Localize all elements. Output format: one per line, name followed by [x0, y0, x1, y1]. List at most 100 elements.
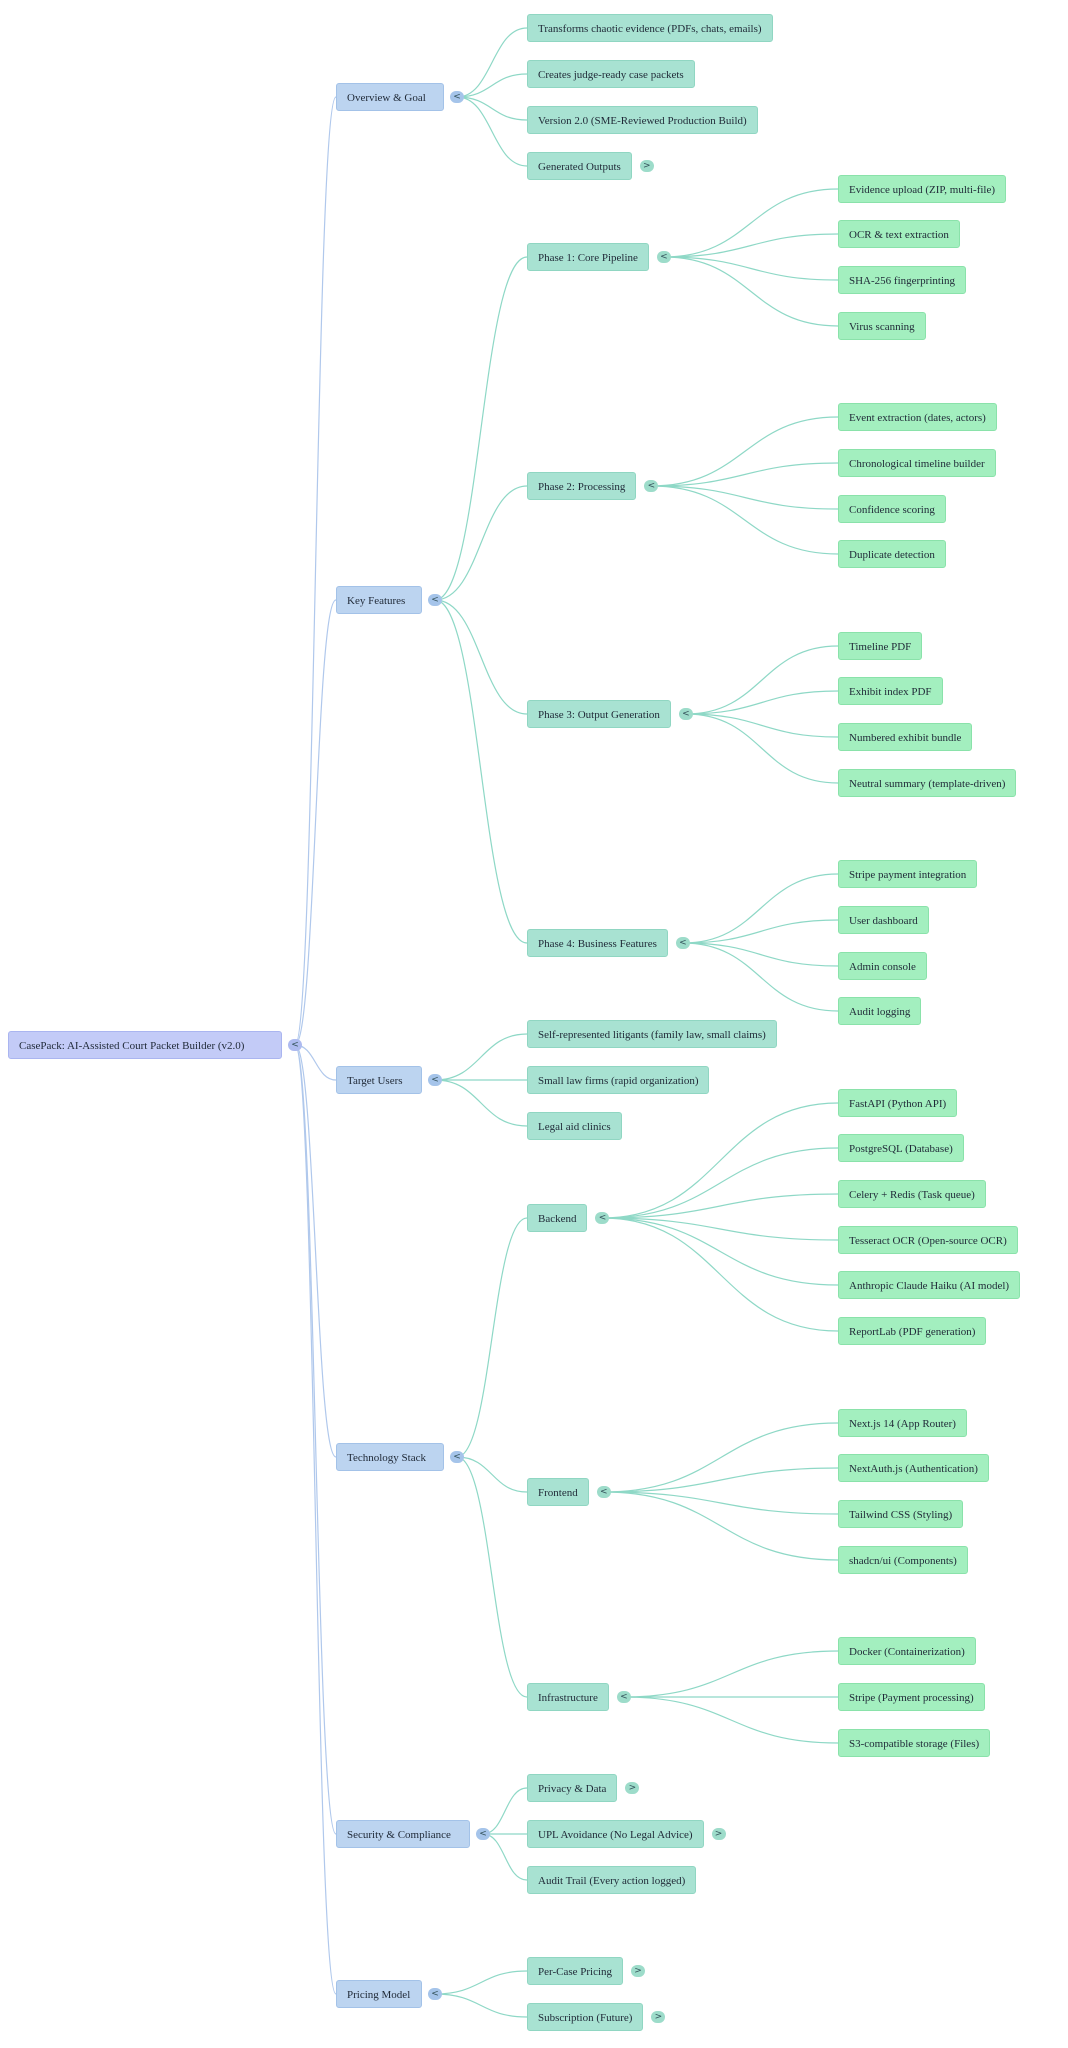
detail-node[interactable]: OCR & text extraction [838, 220, 960, 248]
detail-node[interactable]: shadcn/ui (Components) [838, 1546, 968, 1574]
detail-node[interactable]: Tailwind CSS (Styling) [838, 1500, 964, 1528]
topic-node[interactable]: Small law firms (rapid organization) [527, 1066, 710, 1094]
detail-node[interactable]: Celery + Redis (Task queue) [838, 1180, 986, 1208]
topic-collapse-toggle[interactable]: < [595, 1212, 610, 1224]
detail-node[interactable]: Audit logging [838, 997, 922, 1025]
link-root-category [294, 96, 337, 1046]
detail-node[interactable]: Evidence upload (ZIP, multi-file) [838, 175, 1007, 203]
expand-toggle[interactable]: > [639, 160, 654, 172]
link-topic-detail [602, 1193, 839, 1219]
link-topic-detail [685, 690, 839, 715]
detail-node[interactable]: Admin console [838, 952, 927, 980]
topic-collapse-toggle[interactable]: < [644, 480, 659, 492]
link-topic-detail [602, 1147, 839, 1219]
link-category-topic [456, 1217, 528, 1458]
detail-node[interactable]: Docker (Containerization) [838, 1637, 976, 1665]
link-category-topic [456, 96, 528, 121]
detail-node[interactable]: Timeline PDF [838, 632, 923, 660]
category-node[interactable]: Target Users [336, 1066, 422, 1094]
category-collapse-toggle[interactable]: < [428, 594, 442, 606]
root-node[interactable]: CasePack: AI-Assisted Court Packet Build… [8, 1031, 282, 1059]
detail-node[interactable]: Virus scanning [838, 312, 926, 340]
detail-node[interactable]: Stripe (Payment processing) [838, 1683, 985, 1711]
topic-node[interactable]: Legal aid clinics [527, 1112, 622, 1140]
detail-node[interactable]: SHA-256 fingerprinting [838, 266, 967, 294]
topic-node[interactable]: Subscription (Future) [527, 2003, 644, 2031]
expand-toggle[interactable]: > [711, 1828, 726, 1840]
topic-node[interactable]: Backend [527, 1204, 588, 1232]
detail-node[interactable]: Neutral summary (template-driven) [838, 769, 1017, 797]
detail-node[interactable]: Confidence scoring [838, 495, 946, 523]
detail-node[interactable]: Stripe payment integration [838, 860, 978, 888]
detail-node[interactable]: Tesseract OCR (Open-source OCR) [838, 1226, 1018, 1254]
topic-node[interactable]: Self-represented litigants (family law, … [527, 1020, 777, 1048]
detail-node[interactable]: Chronological timeline builder [838, 449, 996, 477]
expand-toggle[interactable]: > [631, 1965, 646, 1977]
category-node[interactable]: Security & Compliance [336, 1820, 470, 1848]
category-node[interactable]: Pricing Model [336, 1980, 422, 2008]
topic-node[interactable]: Infrastructure [527, 1683, 609, 1711]
topic-node[interactable]: Per-Case Pricing [527, 1957, 624, 1985]
detail-node[interactable]: Event extraction (dates, actors) [838, 403, 997, 431]
topic-collapse-toggle[interactable]: < [678, 708, 693, 720]
root-collapse-toggle[interactable]: < [288, 1039, 302, 1051]
topic-collapse-toggle[interactable]: < [616, 1691, 631, 1703]
link-category-topic [456, 96, 528, 167]
expand-toggle[interactable]: > [651, 2011, 666, 2023]
link-root-category [294, 1044, 337, 1995]
link-category-topic [456, 1456, 528, 1698]
topic-node[interactable]: Creates judge-ready case packets [527, 60, 695, 88]
detail-node[interactable]: FastAPI (Python API) [838, 1089, 958, 1117]
link-topic-detail [682, 942, 839, 967]
detail-node[interactable]: S3-compatible storage (Files) [838, 1729, 991, 1757]
topic-node[interactable]: Phase 3: Output Generation [527, 700, 671, 728]
topic-collapse-toggle[interactable]: < [675, 937, 690, 949]
link-topic-detail [602, 1217, 839, 1332]
topic-node[interactable]: Phase 1: Core Pipeline [527, 243, 649, 271]
category-collapse-toggle[interactable]: < [476, 1828, 490, 1840]
link-topic-detail [682, 942, 839, 1012]
category-collapse-toggle[interactable]: < [450, 91, 464, 103]
detail-node[interactable]: User dashboard [838, 906, 929, 934]
detail-node[interactable]: NextAuth.js (Authentication) [838, 1454, 989, 1482]
link-topic-detail [682, 873, 839, 944]
topic-node[interactable]: Phase 2: Processing [527, 472, 637, 500]
link-topic-detail [623, 1650, 839, 1698]
category-node[interactable]: Key Features [336, 586, 422, 614]
topic-node[interactable]: Frontend [527, 1478, 589, 1506]
topic-node[interactable]: UPL Avoidance (No Legal Advice) [527, 1820, 704, 1848]
detail-node[interactable]: Numbered exhibit bundle [838, 723, 973, 751]
expand-toggle[interactable]: > [625, 1782, 640, 1794]
link-topic-detail [603, 1491, 839, 1515]
topic-node[interactable]: Generated Outputs [527, 152, 632, 180]
topic-node[interactable]: Transforms chaotic evidence (PDFs, chats… [527, 14, 773, 42]
link-category-topic [434, 1033, 528, 1081]
category-collapse-toggle[interactable]: < [428, 1988, 442, 2000]
link-topic-detail [663, 188, 839, 258]
detail-node[interactable]: Exhibit index PDF [838, 677, 943, 705]
detail-node[interactable]: ReportLab (PDF generation) [838, 1317, 987, 1345]
link-root-category [294, 599, 337, 1046]
category-node[interactable]: Overview & Goal [336, 83, 444, 111]
link-topic-detail [651, 462, 839, 487]
topic-node[interactable]: Audit Trail (Every action logged) [527, 1866, 697, 1894]
link-topic-detail [663, 233, 839, 258]
category-collapse-toggle[interactable]: < [450, 1451, 464, 1463]
category-node[interactable]: Technology Stack [336, 1443, 444, 1471]
detail-node[interactable]: PostgreSQL (Database) [838, 1134, 964, 1162]
detail-node[interactable]: Next.js 14 (App Router) [838, 1409, 967, 1437]
topic-collapse-toggle[interactable]: < [596, 1486, 611, 1498]
detail-node[interactable]: Duplicate detection [838, 540, 946, 568]
category-collapse-toggle[interactable]: < [428, 1074, 442, 1086]
topic-node[interactable]: Privacy & Data [527, 1774, 618, 1802]
link-topic-detail [682, 919, 839, 944]
link-category-topic [456, 27, 528, 98]
detail-node[interactable]: Anthropic Claude Haiku (AI model) [838, 1271, 1021, 1299]
link-topic-detail [685, 713, 839, 738]
topic-node[interactable]: Phase 4: Business Features [527, 929, 668, 957]
topic-collapse-toggle[interactable]: < [656, 251, 671, 263]
topic-node[interactable]: Version 2.0 (SME-Reviewed Production Bui… [527, 106, 758, 134]
link-category-topic [482, 1787, 528, 1835]
